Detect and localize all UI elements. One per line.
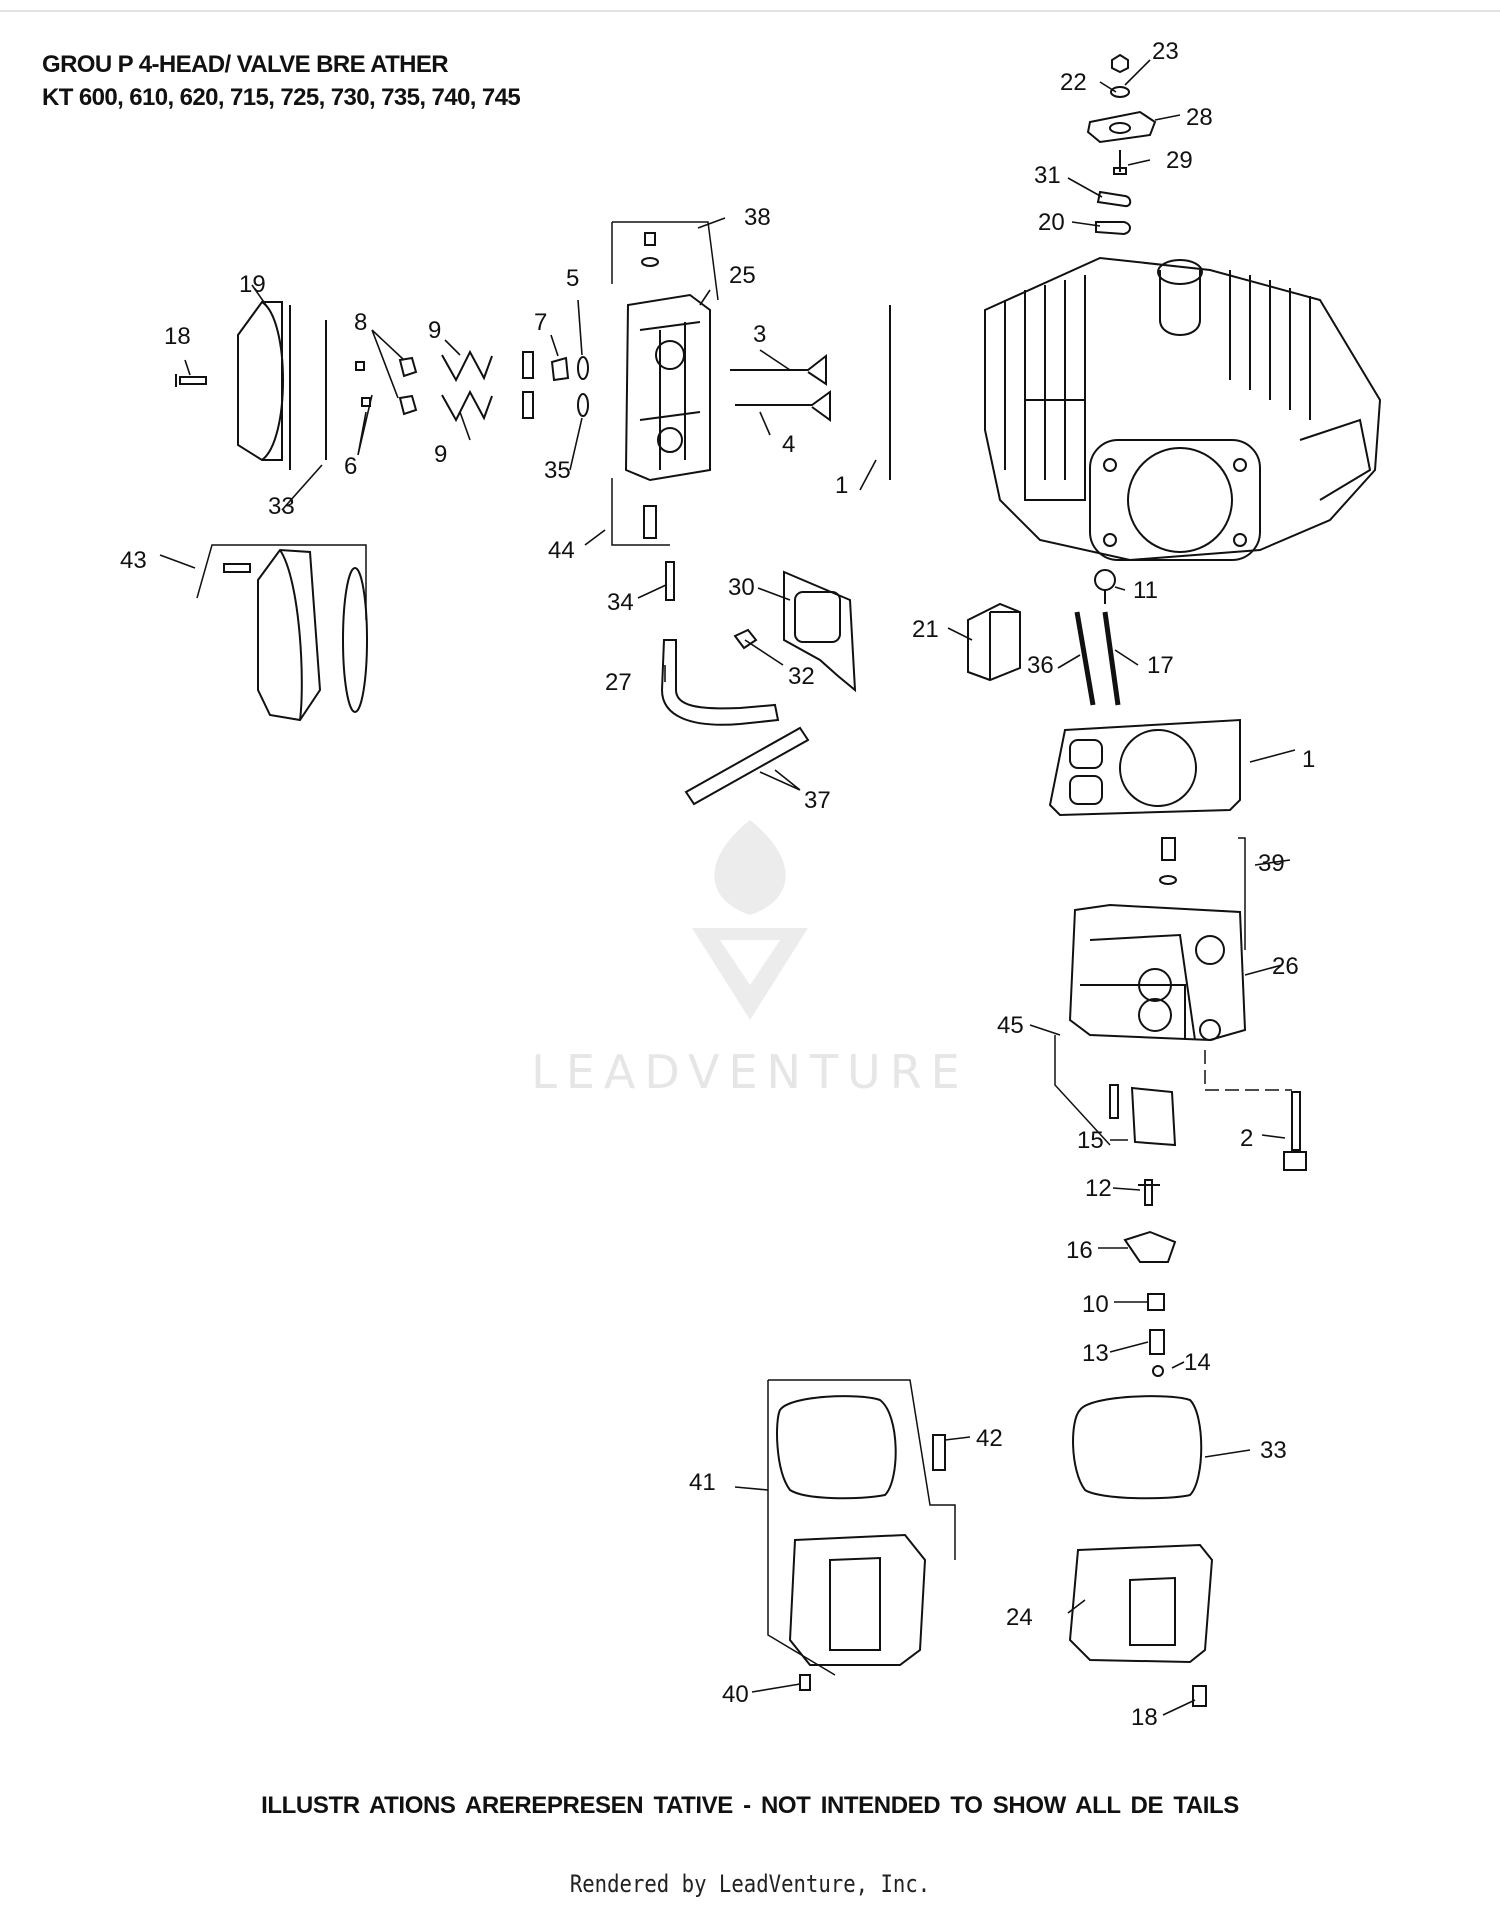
callout-18: 18 bbox=[1131, 1704, 1158, 1731]
part-3-4-valves bbox=[730, 353, 831, 422]
flame-logo-icon bbox=[714, 820, 786, 915]
callout-40: 40 bbox=[722, 1681, 749, 1708]
part-43-valve-cover-kit bbox=[223, 548, 368, 722]
callout-39: 39 bbox=[1258, 850, 1285, 877]
callout-37: 37 bbox=[804, 787, 831, 814]
callout-8: 8 bbox=[354, 309, 367, 336]
part-25-cylinder-head bbox=[624, 232, 711, 539]
part-26-cylinder-head-assembly bbox=[1068, 837, 1247, 1042]
part-21-block bbox=[967, 602, 1021, 682]
callout-36: 36 bbox=[1027, 652, 1054, 679]
watermark-text: LEADVENTURE bbox=[531, 1045, 969, 1099]
callout-7: 7 bbox=[534, 309, 547, 336]
valve-train-parts bbox=[355, 349, 589, 423]
engine-block-illustration bbox=[984, 256, 1382, 562]
callout-4: 4 bbox=[782, 431, 795, 458]
part-1-head-gasket bbox=[1048, 718, 1241, 817]
model-list: KT 600, 610, 620, 715, 725, 730, 735, 74… bbox=[42, 84, 521, 111]
callout-15: 15 bbox=[1077, 1127, 1104, 1154]
callout-10: 10 bbox=[1082, 1291, 1109, 1318]
page-title: GROU P 4-HEAD/ VALVE BRE ATHER KT 600, 6… bbox=[42, 48, 521, 114]
callout-11: 11 bbox=[1133, 577, 1158, 604]
leadventure-watermark: LEADVENTURE bbox=[531, 820, 969, 1099]
callout-35: 35 bbox=[544, 457, 571, 484]
callout-17: 17 bbox=[1147, 652, 1174, 679]
callout-22: 22 bbox=[1060, 69, 1087, 96]
callout-25: 25 bbox=[729, 262, 756, 289]
callout-12: 12 bbox=[1085, 1175, 1112, 1202]
callout-9: 9 bbox=[428, 317, 441, 344]
callout-18: 18 bbox=[164, 323, 191, 350]
callout-24: 24 bbox=[1006, 1604, 1033, 1631]
callout-26: 26 bbox=[1272, 953, 1299, 980]
callout-42: 42 bbox=[976, 1425, 1003, 1452]
breather-hose-parts bbox=[660, 561, 857, 806]
callout-38: 38 bbox=[744, 204, 771, 231]
callout-19: 19 bbox=[239, 271, 266, 298]
callout-45: 45 bbox=[997, 1012, 1024, 1039]
rocker-hardware bbox=[1109, 1084, 1307, 1377]
callout-23: 23 bbox=[1152, 38, 1179, 65]
group-title: GROU P 4-HEAD/ VALVE BRE ATHER bbox=[42, 51, 449, 78]
callout-33: 33 bbox=[1260, 1437, 1287, 1464]
callout-labels: 1 1 2 3 4 5 6 7 8 9 9 10 11 12 13 14 15 … bbox=[120, 38, 1315, 1731]
callout-14: 14 bbox=[1184, 1349, 1211, 1376]
top-rule bbox=[0, 10, 1500, 12]
callout-5: 5 bbox=[566, 265, 579, 292]
callout-6: 6 bbox=[344, 453, 357, 480]
callout-13: 13 bbox=[1082, 1340, 1109, 1367]
render-credit: Rendered by LeadVenture, Inc. bbox=[569, 1870, 931, 1898]
callout-29: 29 bbox=[1166, 147, 1193, 174]
part-18-screw-lower bbox=[1192, 1685, 1207, 1707]
part-41-valve-cover-kit bbox=[776, 1395, 946, 1691]
callout-3: 3 bbox=[753, 321, 766, 348]
callout-27: 27 bbox=[605, 669, 632, 696]
exploded-parts-diagram: LEADVENTURE bbox=[120, 38, 1382, 1731]
disclaimer-note: ILLUSTR ATIONS AREREPRESEN TATIVE - NOT … bbox=[261, 1792, 1239, 1819]
callout-16: 16 bbox=[1066, 1237, 1093, 1264]
part-24-valve-cover bbox=[1068, 1543, 1214, 1664]
v-logo-icon bbox=[692, 928, 808, 1020]
callout-32: 32 bbox=[788, 663, 815, 690]
callout-34: 34 bbox=[607, 589, 634, 616]
part-33-cover-gasket bbox=[1072, 1395, 1203, 1500]
breather-hardware-stack bbox=[1086, 53, 1157, 236]
callout-1: 1 bbox=[1302, 746, 1315, 773]
part-18-screw bbox=[175, 374, 207, 387]
callout-43: 43 bbox=[120, 547, 147, 574]
part-17-36-pushrods bbox=[1074, 611, 1121, 706]
callout-1: 1 bbox=[835, 472, 848, 499]
callout-2: 2 bbox=[1240, 1125, 1253, 1152]
callout-28: 28 bbox=[1186, 104, 1213, 131]
callout-21: 21 bbox=[912, 616, 939, 643]
leader-lines bbox=[159, 59, 1296, 1716]
part-19-valve-cover bbox=[237, 301, 327, 470]
part-11-bolt bbox=[1094, 569, 1116, 604]
callout-41: 41 bbox=[689, 1469, 716, 1496]
callout-31: 31 bbox=[1034, 162, 1061, 189]
callout-44: 44 bbox=[548, 537, 575, 564]
callout-33: 33 bbox=[268, 493, 295, 520]
callout-30: 30 bbox=[728, 574, 755, 601]
callout-20: 20 bbox=[1038, 209, 1065, 236]
callout-9: 9 bbox=[434, 441, 447, 468]
group-brackets bbox=[196, 221, 1292, 1676]
